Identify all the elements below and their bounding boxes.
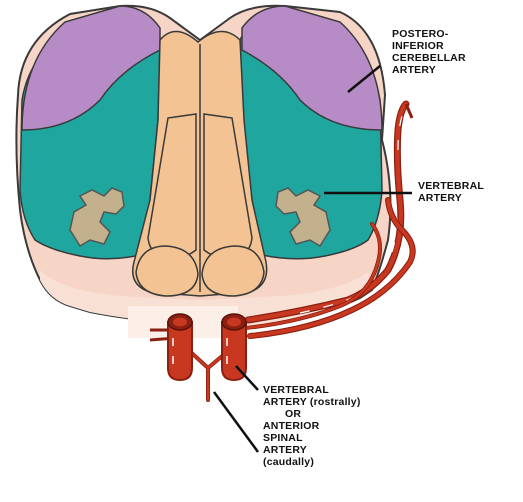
pica-label-line-4: ARTERY bbox=[392, 64, 436, 76]
artery-branch-loop-fill bbox=[248, 198, 415, 338]
olivary-nucleus-left bbox=[69, 187, 125, 248]
bottom-label-line-5: SPINAL bbox=[263, 432, 303, 444]
vertebral-artery-left bbox=[167, 313, 193, 382]
pica-leader-line bbox=[347, 65, 381, 93]
artery-branch-thin-fill bbox=[244, 222, 382, 330]
purple-region-right bbox=[241, 5, 383, 131]
pica-artery-fill bbox=[245, 101, 409, 323]
pyramid-bottom-left bbox=[135, 245, 199, 297]
vertebral-artery-right bbox=[221, 313, 247, 382]
bottom-label: VERTEBRAL ARTERY (rostrally) OR ANTERIOR… bbox=[263, 384, 361, 468]
bottom-label-line-1: VERTEBRAL bbox=[263, 384, 329, 396]
vertebral-label-line-1: VERTEBRAL bbox=[418, 180, 484, 192]
pica-top-tip bbox=[404, 103, 414, 119]
olivary-nucleus-right bbox=[275, 187, 331, 248]
pica-label: POSTERO- INFERIOR CEREBELLAR ARTERY bbox=[392, 28, 466, 76]
bottom-leader-line-lower bbox=[212, 391, 260, 453]
bottom-label-line-7: (caudally) bbox=[263, 456, 315, 468]
bottom-label-line-4: ANTERIOR bbox=[263, 420, 320, 432]
bottom-label-line-6: ARTERY bbox=[263, 444, 307, 456]
bottom-leader-line-upper bbox=[235, 365, 259, 391]
pica-label-line-2: INFERIOR bbox=[392, 40, 444, 52]
vertebral-artery-label: VERTEBRAL ARTERY bbox=[418, 180, 484, 204]
pica-artery-highlight bbox=[299, 115, 403, 314]
bottom-label-line-3: OR bbox=[285, 408, 302, 420]
vertebral-label-line-2: ARTERY bbox=[418, 192, 462, 204]
bottom-label-line-2: ARTERY (rostrally) bbox=[263, 396, 361, 408]
purple-region-left bbox=[21, 5, 161, 131]
pica-label-line-1: POSTERO- bbox=[392, 28, 449, 40]
pyramid-bottom-right bbox=[201, 245, 265, 297]
pica-label-line-3: CEREBELLAR bbox=[392, 52, 466, 64]
